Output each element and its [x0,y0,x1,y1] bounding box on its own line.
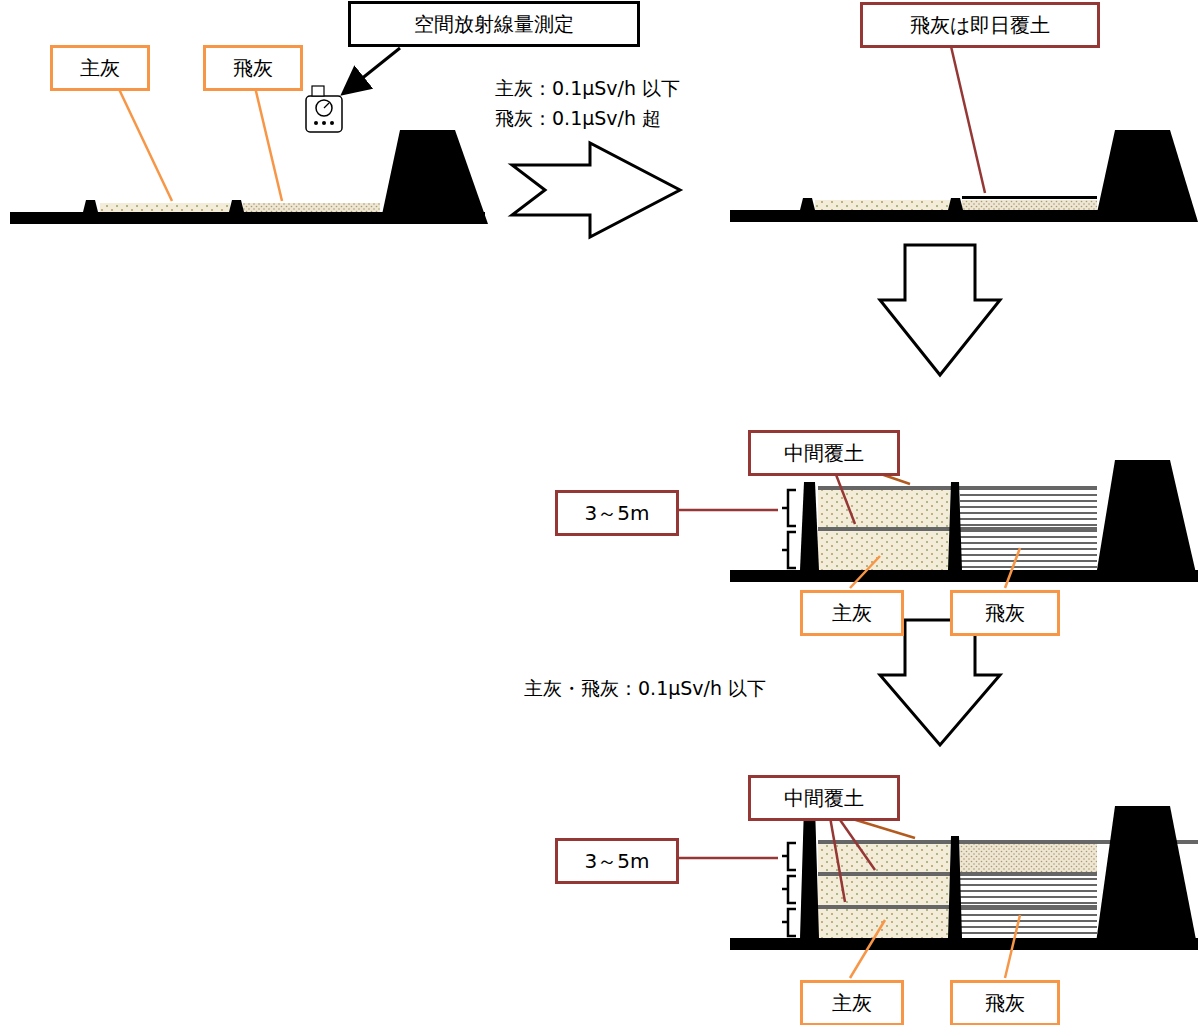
material-box: 主灰 [50,45,150,91]
material-box: 飛灰 [950,590,1060,636]
box-text: 3～5m [585,500,650,526]
block-arrow [512,143,680,237]
material-box: 飛灰 [203,45,303,91]
cover-box: 中間覆土 [748,430,900,476]
material-box: 飛灰 [950,980,1060,1025]
box-text: 飛灰 [985,990,1025,1016]
dimension-box: 3～5m [555,838,679,884]
box-text: 飛灰 [985,600,1025,626]
box-text: 空間放射線量測定 [414,11,574,37]
block-arrow [880,245,1000,375]
box-text: 飛灰 [233,55,273,81]
dose-note: 主灰：0.1μSv/h 以下 [493,76,682,102]
stage-three [678,460,1198,588]
material-box: 主灰 [800,590,904,636]
dose-note: 主灰・飛灰：0.1μSv/h 以下 [522,676,768,702]
stage-four [678,806,1198,978]
dimension-box: 3～5m [555,490,679,536]
box-text: 主灰 [832,990,872,1016]
measurement-box: 空間放射線量測定 [348,1,640,47]
box-text: 主灰 [832,600,872,626]
dosimeter-icon [306,86,342,132]
block-arrow [880,620,1000,745]
cover-box: 中間覆土 [748,775,900,821]
box-text: 3～5m [585,848,650,874]
stage-one [10,48,488,224]
dose-note: 飛灰：0.1μSv/h 超 [493,106,663,132]
box-text: 飛灰は即日覆土 [910,12,1050,38]
stage-two [730,42,1198,222]
cover-box: 飛灰は即日覆土 [860,2,1100,48]
box-text: 中間覆土 [784,785,864,811]
material-box: 主灰 [800,980,904,1025]
box-text: 中間覆土 [784,440,864,466]
box-text: 主灰 [80,55,120,81]
